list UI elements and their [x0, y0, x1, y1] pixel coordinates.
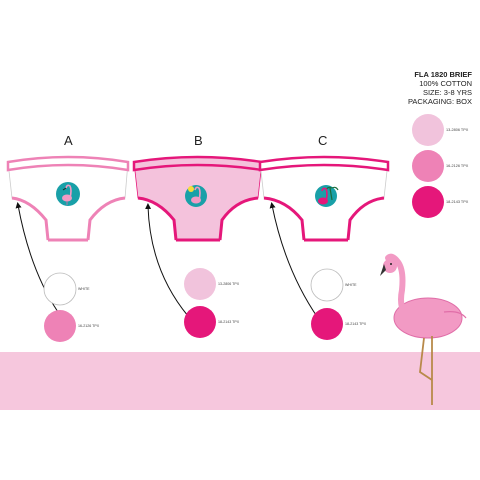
spec-swatch-1-label: 13-2806 TPX — [446, 128, 469, 132]
swatch-b-2-label: 18-2143 TPX — [218, 320, 240, 324]
swatch-b-1-label: 13-2806 TPX — [218, 282, 240, 286]
variant-letter-b: B — [194, 133, 203, 148]
flamingo-badge-icon — [56, 182, 80, 206]
swatch-a-1-label: WHITE — [78, 287, 90, 291]
variant-letter-a: A — [64, 133, 73, 148]
flamingo-badge-icon — [315, 185, 339, 207]
swatch-c-2 — [311, 308, 343, 340]
size-text: SIZE: 3-8 YRS — [422, 88, 472, 97]
swatch-a-2 — [44, 310, 76, 342]
pink-background-band — [0, 352, 480, 410]
flamingo-illustration — [380, 253, 467, 405]
brief-c — [258, 155, 390, 319]
swatch-a-1 — [43, 272, 77, 306]
brief-a — [6, 155, 130, 313]
swatch-c-2-label: 18-2143 TPX — [345, 322, 367, 326]
material-text: 100% COTTON — [419, 79, 472, 88]
swatch-c-1-label: WHITE — [345, 283, 357, 287]
spec-block: FLA 1820 BRIEF 100% COTTON SIZE: 3-8 YRS… — [352, 70, 472, 106]
packaging-text: PACKAGING: BOX — [407, 97, 472, 106]
spec-swatch-2-label: 16-2126 TPX — [446, 164, 469, 168]
product-title: FLA 1820 BRIEF — [414, 70, 472, 79]
spec-swatch-1 — [412, 114, 444, 146]
swatch-b-2 — [184, 306, 216, 338]
flamingo-badge-icon — [185, 185, 207, 207]
spec-swatch-2 — [412, 150, 444, 182]
swatch-a-2-label: 16-2126 TPX — [78, 324, 100, 328]
swatch-b-1 — [184, 268, 216, 300]
spec-swatch-3-label: 18-2143 TPX — [446, 200, 469, 204]
spec-swatch-3 — [412, 186, 444, 218]
swatch-c-1 — [310, 268, 344, 302]
variant-letter-c: C — [318, 133, 328, 148]
